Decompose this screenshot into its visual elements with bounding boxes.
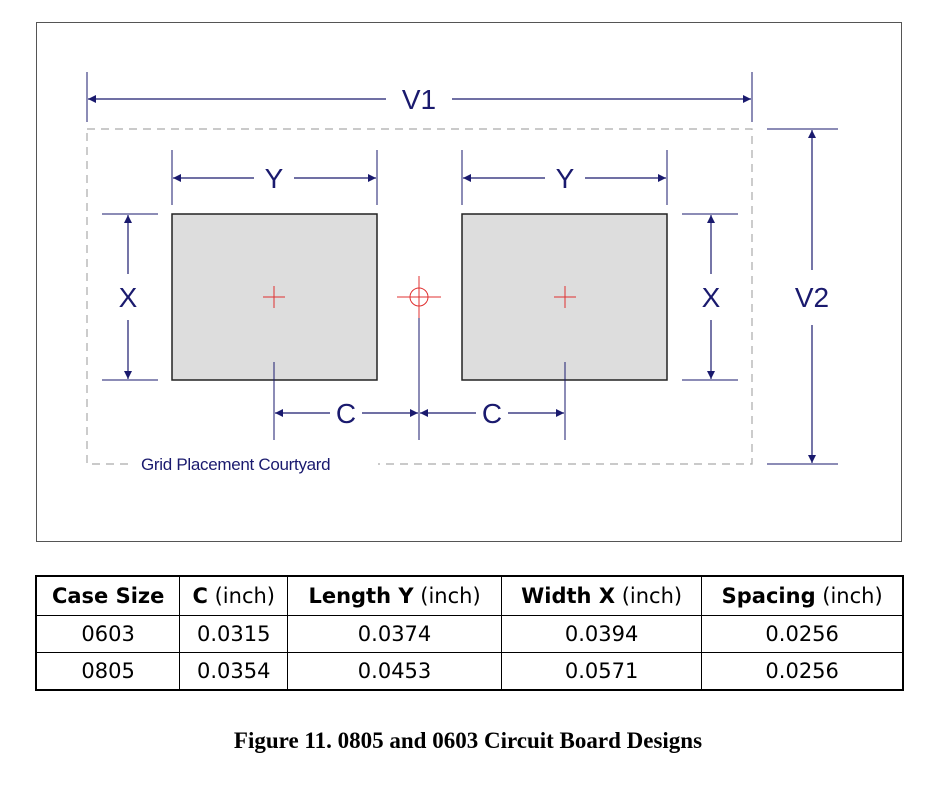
header-length-y: Length Y (inch) xyxy=(287,575,502,616)
table-row: 0805 0.0354 0.0453 0.0571 0.0256 xyxy=(35,652,904,691)
cell-width-x: 0.0571 xyxy=(500,652,703,691)
v2-label: V2 xyxy=(795,282,829,313)
header-width-x: Width X (inch) xyxy=(500,575,703,616)
left-y-label: Y xyxy=(265,163,284,194)
right-c-label: C xyxy=(482,398,502,429)
cell-c: 0.0354 xyxy=(179,652,289,691)
table-header-row: Case Size C (inch) Length Y (inch) Width… xyxy=(35,575,904,616)
header-spacing: Spacing (inch) xyxy=(701,575,904,616)
header-c: C (inch) xyxy=(179,575,289,616)
origin-target xyxy=(397,276,441,318)
v1-label: V1 xyxy=(402,84,436,115)
cell-case-size: 0805 xyxy=(35,652,181,691)
right-y-label: Y xyxy=(556,163,575,194)
cell-case-size: 0603 xyxy=(35,615,181,653)
left-c-label: C xyxy=(336,398,356,429)
footprint-diagram: V1 V2 Y Y X X C C Grid Placement Cour xyxy=(86,72,838,476)
right-x-label: X xyxy=(702,282,721,313)
cell-spacing: 0.0256 xyxy=(701,652,904,691)
figure-caption: Figure 11. 0805 and 0603 Circuit Board D… xyxy=(233,728,703,753)
left-x-label: X xyxy=(119,282,138,313)
table-row: 0603 0.0315 0.0374 0.0394 0.0256 xyxy=(35,615,904,653)
extension-lines xyxy=(86,72,838,465)
spec-table: Case Size C (inch) Length Y (inch) Width… xyxy=(35,575,904,691)
cell-length-y: 0.0374 xyxy=(287,615,502,653)
courtyard-label: Grid Placement Courtyard xyxy=(141,455,330,474)
cell-spacing: 0.0256 xyxy=(701,615,904,653)
cell-c: 0.0315 xyxy=(179,615,289,653)
cell-width-x: 0.0394 xyxy=(500,615,703,653)
cell-length-y: 0.0453 xyxy=(287,652,502,691)
header-case-size: Case Size xyxy=(35,575,181,616)
right-pad-center-mark xyxy=(554,286,576,308)
left-pad-center-mark xyxy=(263,286,285,308)
courtyard-outline xyxy=(86,128,753,465)
